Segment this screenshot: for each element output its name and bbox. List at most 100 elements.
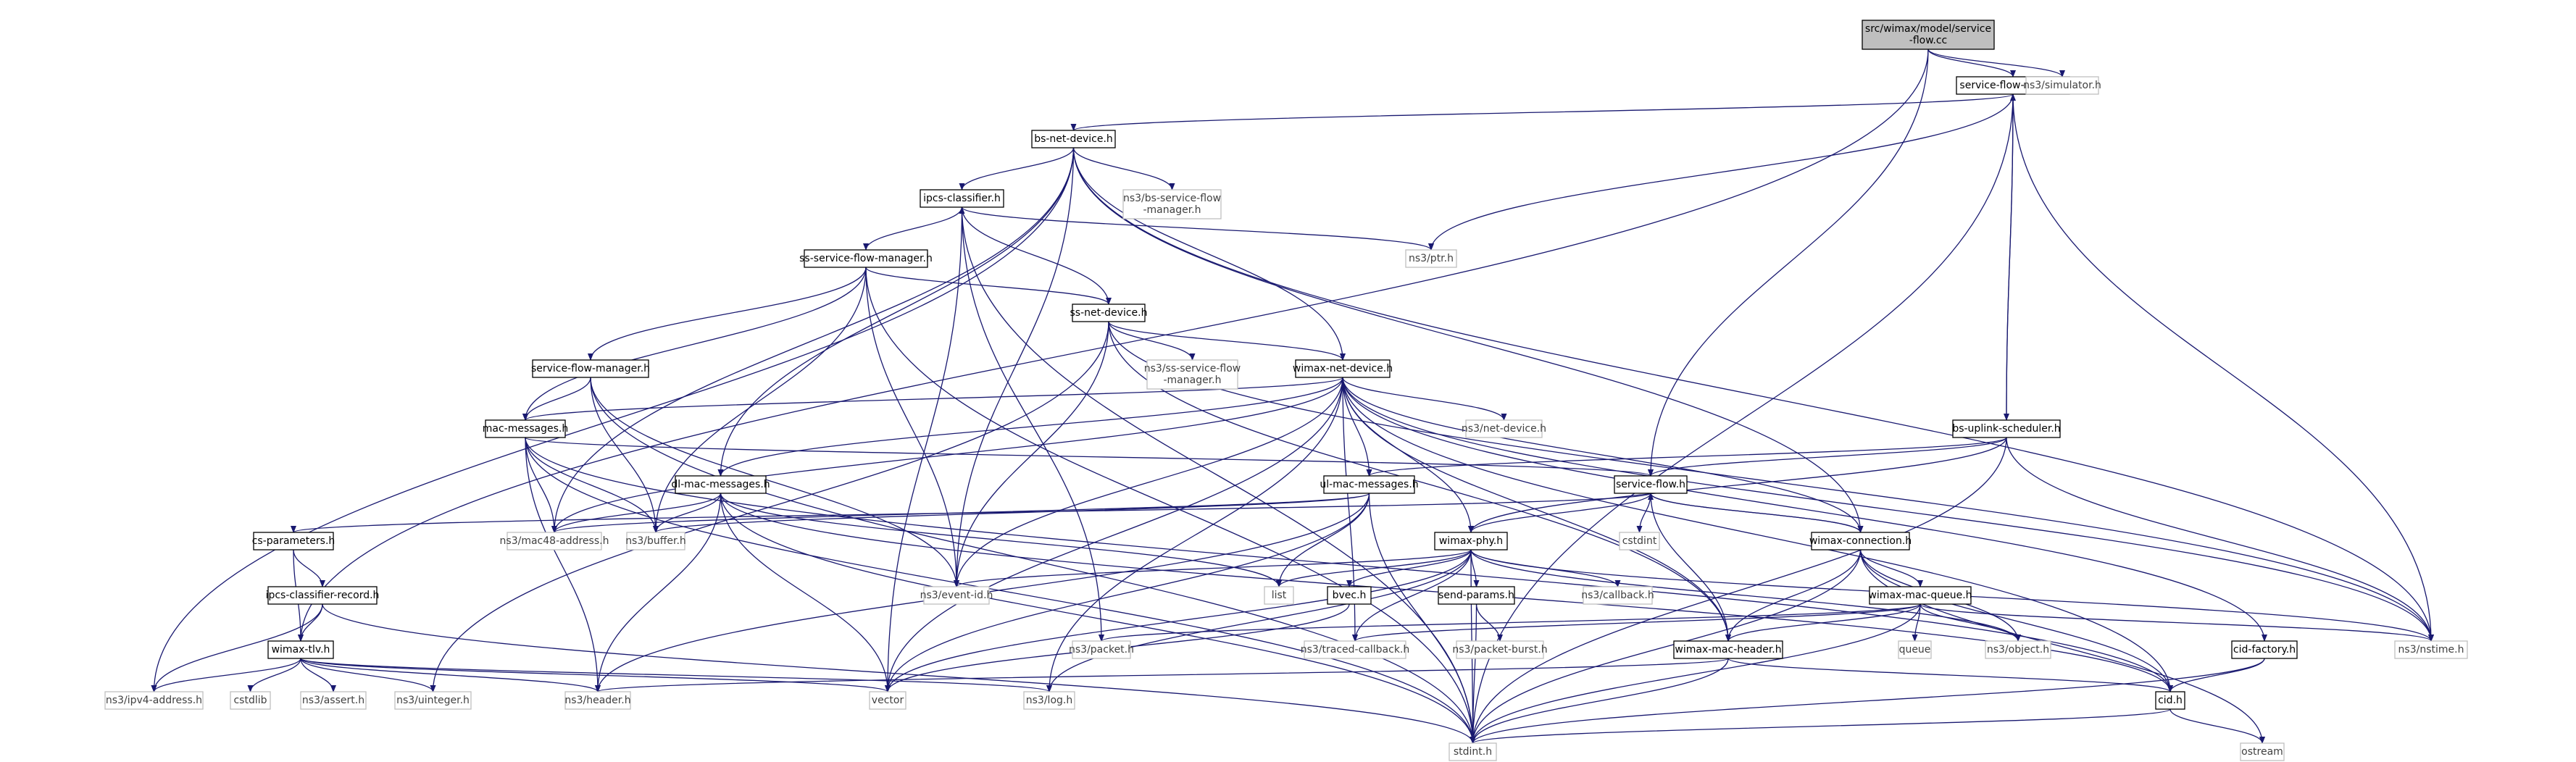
node-label: ns3/header.h bbox=[564, 695, 630, 706]
node-box bbox=[1583, 586, 1653, 605]
node-label: ostream bbox=[2241, 746, 2283, 758]
edge-sflowh-to-csparam bbox=[291, 493, 1651, 533]
node-src-wimax-model-service-flow-cc[interactable]: src/wimax/model/service-flow.cc bbox=[1862, 20, 1995, 50]
edge-macmsg-to-header bbox=[525, 437, 601, 692]
node-box bbox=[1869, 586, 1972, 605]
node-box bbox=[253, 532, 334, 550]
node-ul-mac-messages-h[interactable]: ul-mac-messages.h bbox=[1320, 475, 1419, 494]
node-wimax-tlv-h[interactable]: wimax-tlv.h bbox=[267, 640, 334, 659]
edge-macmsg-to-mac48 bbox=[525, 437, 557, 533]
node-wimax-mac-header-h[interactable]: wimax-mac-header.h bbox=[1673, 640, 1783, 659]
node-ns3-traced-callback-h: ns3/traced-callback.h bbox=[1301, 640, 1409, 659]
edge-bsnet-to-mac48 bbox=[551, 147, 1075, 533]
edge-wmacq-to-stdint bbox=[1470, 603, 1921, 744]
edge-wconn-to-wmacq bbox=[1859, 549, 1923, 587]
edge-ssnet-to-wmachdr bbox=[1108, 321, 1731, 642]
node-ss-service-flow-manager-h[interactable]: ss-service-flow-manager.h bbox=[799, 249, 933, 268]
node-cstdint: cstdint bbox=[1619, 532, 1660, 550]
node-cstdlib: cstdlib bbox=[230, 691, 271, 710]
node-mac-messages-h[interactable]: mac-messages.h bbox=[483, 419, 569, 438]
node-label: bs-uplink-scheduler.h bbox=[1952, 423, 2060, 435]
node-wimax-mac-queue-h[interactable]: wimax-mac-queue.h bbox=[1868, 586, 1972, 605]
node-box bbox=[2231, 640, 2298, 659]
node-send-params-h[interactable]: send-params.h bbox=[1438, 586, 1515, 605]
node-cid-factory-h[interactable]: cid-factory.h bbox=[2231, 640, 2298, 659]
node-box bbox=[2394, 640, 2468, 659]
node-label: wimax-tlv.h bbox=[272, 644, 330, 656]
node-service-flow-h[interactable]: service-flow.h bbox=[1614, 475, 1688, 494]
edge-bsnet-to-bssfm bbox=[1072, 147, 1175, 190]
node-box bbox=[2155, 691, 2185, 710]
node-box bbox=[1985, 640, 2051, 659]
edge-wphy-to-sendparams bbox=[1470, 549, 1480, 587]
node-wimax-connection-h[interactable]: wimax-connection.h bbox=[1809, 532, 1912, 550]
node-cs-parameters-h[interactable]: cs-parameters.h bbox=[252, 532, 335, 550]
edge-ipcsrec-to-wtlv bbox=[298, 603, 323, 642]
node-label: cstdint bbox=[1622, 535, 1657, 547]
edge-wconn-to-wmachdr bbox=[1725, 549, 1862, 642]
edge-wconn-to-stdint bbox=[1470, 549, 1862, 744]
node-wimax-phy-h[interactable]: wimax-phy.h bbox=[1434, 532, 1508, 550]
node-box bbox=[104, 691, 204, 710]
edge-wphy-to-list bbox=[1276, 549, 1472, 587]
node-box bbox=[1072, 640, 1131, 659]
node-box bbox=[230, 691, 271, 710]
edge-bsnet-to-ipcs bbox=[959, 147, 1075, 190]
node-ns3-nstime-h: ns3/nstime.h bbox=[2394, 640, 2468, 659]
node-box bbox=[1811, 532, 1910, 550]
node-box bbox=[1031, 130, 1116, 148]
edges-layer bbox=[151, 49, 2434, 744]
node-box bbox=[1465, 419, 1543, 438]
edge-bsuplink-to-wphy bbox=[1468, 437, 2007, 533]
edge-wphy-to-object bbox=[1470, 549, 2021, 642]
node-label: -flow.cc bbox=[1909, 35, 1947, 46]
node-label: list bbox=[1272, 590, 1287, 601]
edge-sssfm-to-ssnet bbox=[865, 267, 1112, 305]
node-box bbox=[1327, 586, 1372, 605]
node-box bbox=[1146, 359, 1238, 390]
node-label: ss-service-flow-manager.h bbox=[799, 253, 933, 264]
node-ipcs-classifier-record-h[interactable]: ipcs-classifier-record.h bbox=[266, 586, 380, 605]
node-label: ns3/ptr.h bbox=[1409, 253, 1454, 264]
node-box bbox=[1323, 475, 1415, 494]
node-ns3-assert-h: ns3/assert.h bbox=[300, 691, 367, 710]
node-label: wimax-mac-header.h bbox=[1675, 644, 1781, 656]
node-ns3-packet-burst-h: ns3/packet-burst.h bbox=[1452, 640, 1548, 659]
node-label: stdint.h bbox=[1454, 746, 1492, 758]
node-cid-h[interactable]: cid.h bbox=[2155, 691, 2185, 710]
edge-dlmac-to-stdint bbox=[720, 493, 1476, 744]
edge-ipcs-to-packet bbox=[961, 206, 1104, 642]
node-ns3-header-h: ns3/header.h bbox=[564, 691, 631, 710]
edge-sssfm-to-eventid bbox=[865, 267, 959, 587]
node-service-flow-manager-h[interactable]: service-flow-manager.h bbox=[531, 359, 650, 378]
edge-dlmac-to-header bbox=[595, 493, 722, 692]
node-label: ns3/ss-service-flow bbox=[1144, 363, 1241, 374]
node-box bbox=[507, 532, 602, 550]
node-box bbox=[564, 691, 631, 710]
node-bs-net-device-h[interactable]: bs-net-device.h bbox=[1031, 130, 1116, 148]
node-bs-uplink-scheduler-h[interactable]: bs-uplink-scheduler.h bbox=[1952, 419, 2061, 438]
node-wimax-net-device-h[interactable]: wimax-net-device.h bbox=[1293, 359, 1393, 378]
edge-sendparams-to-stdint bbox=[1470, 603, 1477, 744]
node-ns3-ipv4-address-h: ns3/ipv4-address.h bbox=[104, 691, 204, 710]
node-ss-net-device-h[interactable]: ss-net-device.h bbox=[1070, 303, 1148, 322]
edge-wimaxnet-to-mac48 bbox=[551, 377, 1343, 533]
node-box bbox=[1122, 189, 1222, 219]
node-ipcs-classifier-h[interactable]: ipcs-classifier.h bbox=[920, 189, 1004, 208]
node-label: wimax-connection.h bbox=[1809, 535, 1912, 547]
edge-sflowh-to-wmachdr bbox=[1650, 493, 1731, 642]
node-dl-mac-messages-h[interactable]: dl-mac-messages.h bbox=[671, 475, 770, 494]
node-bvec-h[interactable]: bvec.h bbox=[1327, 586, 1372, 605]
node-box bbox=[1264, 586, 1294, 605]
edge-wimaxnet-to-cid bbox=[1342, 377, 2173, 692]
edge-ssnet-to-uinteger bbox=[430, 321, 1109, 692]
node-label: bvec.h bbox=[1333, 590, 1367, 601]
node-box bbox=[267, 640, 334, 659]
node-label: mac-messages.h bbox=[483, 423, 569, 435]
node-ostream: ostream bbox=[2240, 742, 2285, 761]
edge-wimaxnet-to-wphy bbox=[1342, 377, 1474, 533]
node-label: ul-mac-messages.h bbox=[1320, 479, 1418, 490]
edge-wmachdr-to-header bbox=[595, 658, 1729, 692]
node-queue: queue bbox=[1898, 640, 1932, 659]
node-label: ns3/log.h bbox=[1026, 695, 1072, 706]
